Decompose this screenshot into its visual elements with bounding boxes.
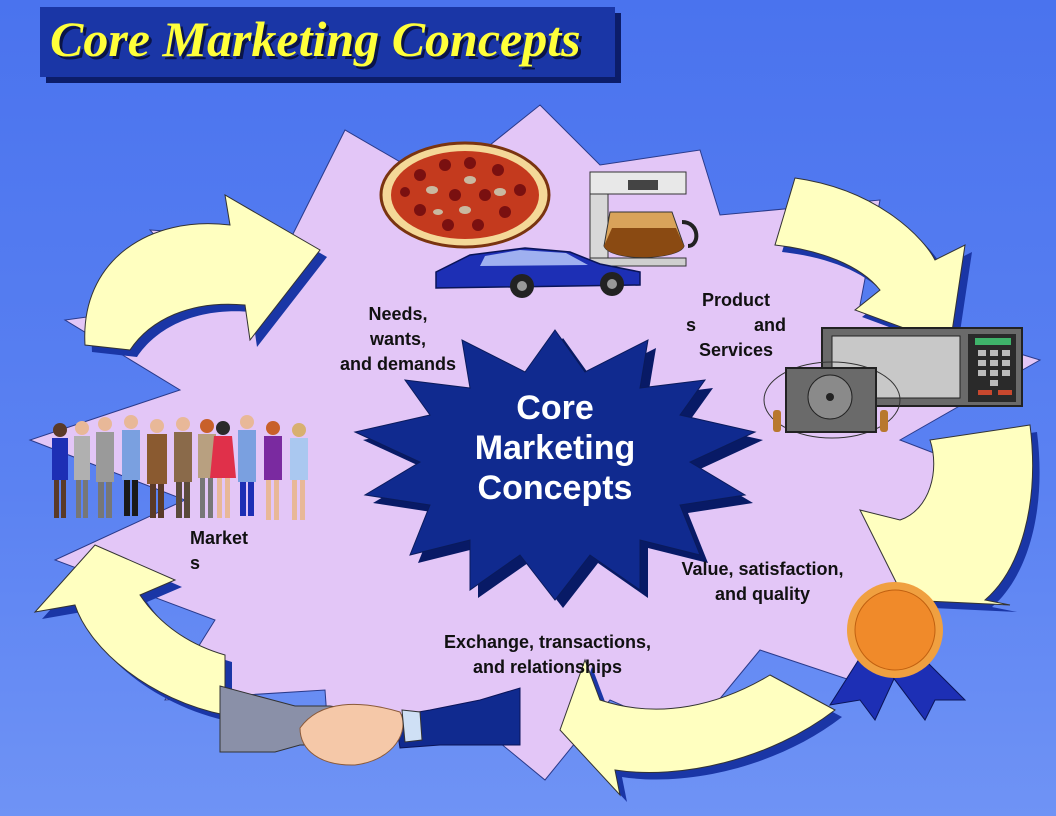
products-label: Product s and Services <box>686 288 786 363</box>
center-line-1: Core <box>516 389 594 427</box>
center-concept-label: Core Marketing Concepts <box>450 388 660 508</box>
markets-label: Market s <box>190 526 270 576</box>
center-line-3: Concepts <box>477 469 633 507</box>
pizza-icon <box>379 141 551 249</box>
value-label: Value, satisfaction, and quality <box>650 557 875 607</box>
handshake-icon <box>219 685 521 766</box>
needs-line-2: wants, <box>369 329 426 349</box>
value-line-2: and quality <box>714 584 810 604</box>
page-title: Core Marketing Concepts <box>50 11 581 67</box>
exchange-label: Exchange, transactions, and relationship… <box>400 630 695 680</box>
value-line-1: Value, satisfaction, <box>681 559 844 579</box>
cycle-arrow-bottom-right <box>559 658 842 802</box>
products-line-2: s and <box>686 313 786 338</box>
cycle-arrow-bottom-left <box>33 544 232 722</box>
coffee-maker-icon <box>589 171 699 267</box>
needs-line-1: Needs, <box>368 304 428 324</box>
cycle-arrow-right <box>859 424 1040 612</box>
cycle-arrow-top-left <box>84 194 328 357</box>
title-box <box>40 7 615 77</box>
needs-line-3: and demands <box>339 354 457 374</box>
needs-label: Needs, wants, and demands <box>318 302 478 377</box>
center-line-2: Marketing <box>474 429 636 467</box>
products-line-2b: and <box>753 315 786 335</box>
products-line-2a: s <box>686 315 697 335</box>
exchange-line-1: Exchange, transactions, <box>443 632 652 652</box>
cycle-arrow-top-right <box>774 177 972 352</box>
products-line-1: Product <box>701 290 770 310</box>
award-ribbon-icon <box>828 582 967 721</box>
people-group-icon <box>52 415 308 520</box>
center-star <box>353 329 757 601</box>
markets-line-1: Market <box>190 528 249 548</box>
exchange-line-2: and relationships <box>472 657 623 677</box>
products-line-3: Services <box>698 340 774 360</box>
cd-player-icon <box>763 361 901 439</box>
car-icon <box>435 247 641 298</box>
markets-line-2: s <box>190 553 201 573</box>
